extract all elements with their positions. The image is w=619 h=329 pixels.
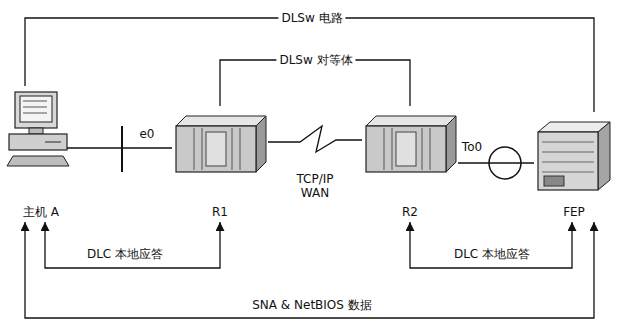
router-icon	[172, 106, 268, 216]
link-label: e0	[136, 127, 157, 141]
network-device: 主机 A	[5, 86, 77, 222]
link-line	[25, 18, 594, 112]
link-line	[458, 162, 534, 163]
link-label: DLC 本地应答	[451, 247, 533, 261]
router-icon	[362, 106, 458, 216]
link-line	[268, 126, 362, 152]
link-label: DLC 本地应答	[84, 247, 166, 261]
router-device: R2	[362, 106, 458, 222]
host-icon	[5, 86, 77, 196]
device-label: 主机 A	[5, 205, 77, 219]
link-label: TCP/IP WAN	[290, 171, 340, 201]
flow-arrow	[45, 222, 220, 268]
link-label: To0	[459, 140, 485, 154]
ethernet-bus	[121, 126, 123, 172]
link-label: DLSw 电路	[278, 11, 345, 25]
device-label: R1	[172, 205, 268, 219]
device-label: R2	[362, 205, 458, 219]
network-device: FEP	[534, 112, 614, 222]
link-label: DLSw 对等体	[276, 53, 355, 67]
link-line	[77, 147, 172, 148]
link-label: SNA & NetBIOS 数据	[249, 298, 375, 312]
flow-arrow	[25, 222, 594, 318]
device-label: FEP	[534, 205, 614, 219]
router-device: R1	[172, 106, 268, 222]
flow-arrow	[410, 222, 572, 268]
